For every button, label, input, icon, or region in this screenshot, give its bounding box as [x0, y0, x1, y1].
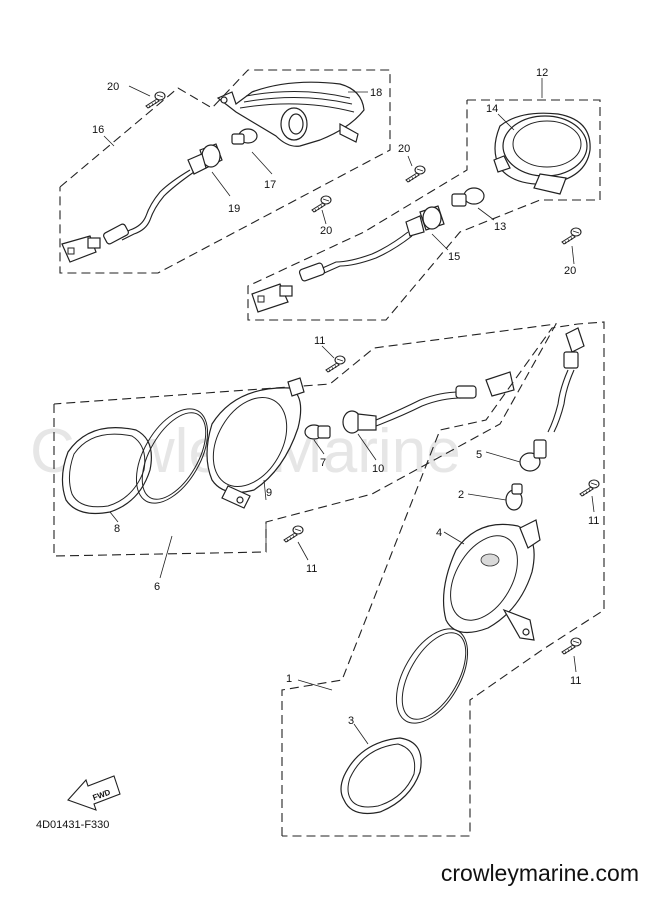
- callout-9: 9: [266, 487, 272, 499]
- screw-11-right: [579, 479, 600, 497]
- socket-5: [519, 439, 547, 472]
- callout-7: 7: [320, 457, 326, 469]
- leader-lines: [103, 78, 595, 745]
- screw-20-right: [561, 227, 582, 245]
- fwd-arrow-icon: FWD: [67, 775, 121, 811]
- callout-11-lower-left: 11: [306, 563, 317, 575]
- bulb-17: [231, 128, 258, 145]
- callout-10: 10: [372, 463, 384, 475]
- socket-19: [187, 143, 223, 175]
- reflector-housing-4: [442, 519, 541, 641]
- diagram-code: 4D01431-F330: [36, 819, 110, 831]
- site-footer-link[interactable]: crowleymarine.com: [440, 860, 639, 886]
- screw-20-middle: [311, 195, 332, 213]
- screw-11-lower-left: [283, 525, 304, 543]
- assembly-6-outline: [53, 323, 558, 557]
- callout-20-upper-right: 20: [398, 143, 410, 155]
- callout-6: 6: [154, 581, 160, 593]
- lens-8: [61, 427, 152, 515]
- lens-housing-14: [493, 112, 591, 195]
- callout-14: 14: [486, 103, 498, 115]
- assembly-1-outline: [281, 321, 605, 837]
- callout-20-right: 20: [564, 265, 576, 277]
- wire-harness-12: [251, 231, 413, 313]
- callout-5: 5: [476, 449, 482, 461]
- callout-11-lower-right: 11: [570, 675, 581, 687]
- socket-10: [342, 371, 515, 434]
- bulb-2: [505, 483, 523, 511]
- gasket-ring-6: [135, 408, 209, 504]
- assembly-12-outline: [247, 99, 601, 321]
- screw-11-top: [325, 355, 346, 373]
- callout-8: 8: [114, 523, 120, 535]
- callout-17: 17: [264, 179, 276, 191]
- callout-11-top: 11: [314, 335, 325, 347]
- socket-15: [405, 205, 445, 237]
- callout-15: 15: [448, 251, 460, 263]
- callout-13: 13: [494, 221, 506, 233]
- wire-harness-1: [547, 327, 585, 433]
- gasket-ring-1: [395, 628, 469, 724]
- housing-18: [216, 81, 365, 147]
- callout-1: 1: [286, 673, 292, 685]
- callout-4: 4: [436, 527, 442, 539]
- callout-19: 19: [228, 203, 240, 215]
- screw-11-lower-right: [561, 637, 582, 655]
- wire-harness-16: [61, 169, 195, 263]
- callout-12: 12: [536, 67, 548, 79]
- callout-18: 18: [370, 87, 382, 99]
- callout-16: 16: [92, 124, 104, 136]
- callout-11-right: 11: [588, 515, 599, 527]
- callout-3: 3: [348, 715, 354, 727]
- callout-2: 2: [458, 489, 464, 501]
- screw-20-upper-right: [405, 165, 426, 183]
- screw-20-top-left: [145, 91, 166, 109]
- lens-3: [340, 737, 422, 815]
- callout-20-middle: 20: [320, 225, 332, 237]
- bulb-13: [451, 187, 485, 207]
- bulb-7: [304, 424, 331, 440]
- reflector-housing-9: [206, 377, 305, 509]
- callout-20-top-left: 20: [107, 81, 119, 93]
